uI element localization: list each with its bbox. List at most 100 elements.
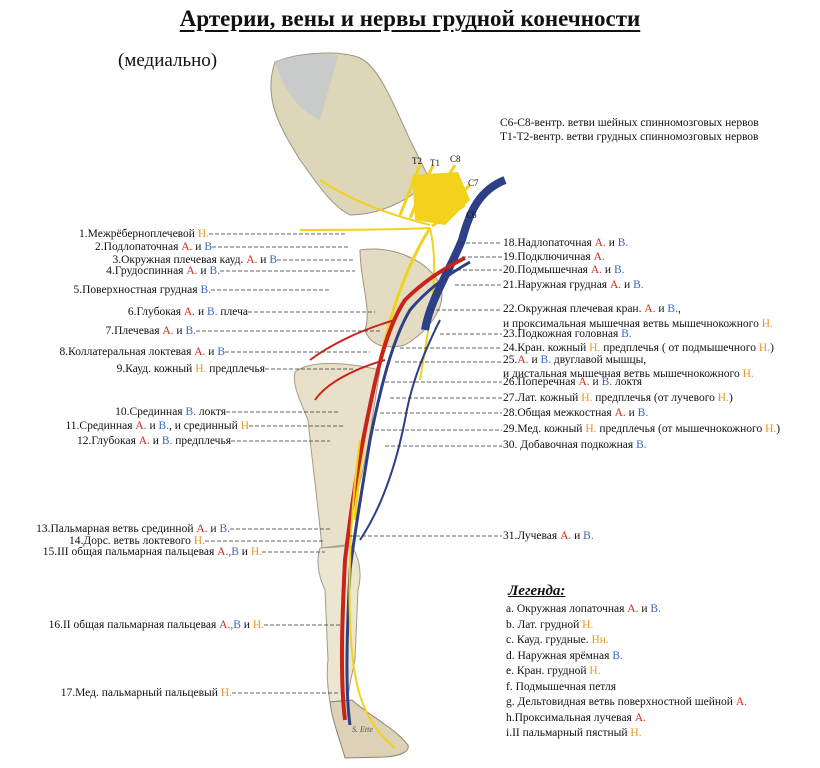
label-part: 17.Мед. пальмарный пальцевый: [60, 687, 221, 699]
label-part: А.: [246, 254, 258, 266]
label-part: предплечья (от мышечнокожного: [596, 423, 766, 435]
label-part: В.: [206, 306, 218, 318]
label-part: и: [621, 279, 634, 291]
label-part: ,В: [230, 619, 241, 631]
plexus-core: [412, 172, 470, 225]
label-part: Н.: [761, 318, 773, 330]
label-part: В.: [209, 265, 220, 277]
legend-item: g. Дельтовидная ветвь поверхностной шейн…: [506, 696, 747, 709]
left-label-9: 9.Кауд. кожный Н. предплечья: [117, 363, 265, 376]
left-label-11: 11.Срединная А. и В., и срединный Н: [65, 420, 249, 433]
label-part: ,: [677, 303, 681, 315]
label-part: и дистальная мышечная ветвь мышечнокожно…: [503, 368, 743, 380]
label-part: плеча: [217, 306, 248, 318]
label-part: 27.Лат. кожный: [503, 392, 582, 404]
plexus-label-c6: C6: [466, 210, 477, 220]
label-part: 20.Подмышечная: [503, 264, 591, 276]
scapular-cartilage: [275, 54, 338, 120]
label-part: В: [217, 346, 225, 358]
label-part: А.: [593, 251, 605, 263]
legend-title: Легенда:: [508, 583, 566, 599]
label-part: В.: [601, 376, 613, 388]
label-part: В.: [636, 439, 647, 451]
label-part: 30. Добавочная подкожная: [503, 439, 637, 451]
label-part: А.: [194, 346, 206, 358]
label-part: и: [149, 435, 162, 447]
label-part: и: [257, 254, 270, 266]
label-part: Н.: [717, 392, 729, 404]
label-part: 2.Подлопаточная: [95, 241, 182, 253]
label-part: 13.Пальмарная ветвь срединной: [36, 523, 197, 535]
label-part: В.: [633, 279, 644, 291]
label-part: 16.II общая пальмарная пальцевая: [48, 619, 220, 631]
label-part: двуглавой мышцы,: [551, 354, 647, 366]
brachial-artery-branches: [309, 319, 396, 401]
label-part: В.: [185, 406, 197, 418]
label-part: А.: [578, 376, 590, 388]
label-part: В.: [583, 530, 594, 542]
label-part: А.: [162, 325, 174, 337]
legend-item: h.Проксимальная лучевая А.: [506, 712, 646, 725]
right-label-3: 20.Подмышечная А. и В.: [503, 264, 624, 277]
label-part: В.: [540, 354, 552, 366]
label-part: Н.: [589, 665, 601, 677]
right-label-12: 27.Лат. кожный Н. предплечья (от лучевог…: [503, 392, 733, 405]
label-part: А.: [219, 619, 231, 631]
plexus-label-t1: T1: [430, 158, 440, 168]
right-label-1: 18.Надлопаточная А. и В.: [503, 237, 628, 250]
left-label-7: 7.Плечевая А. и В.: [105, 325, 196, 338]
label-part: локтя: [612, 376, 643, 388]
subclavian-artery: [339, 256, 466, 721]
right-label-5: 22.Окружная плечевая кран. А. и В.,: [503, 303, 681, 316]
left-label-14: 14.Дорс. ветвь локтевого Н.: [69, 535, 205, 548]
right-label-13: 28.Общая межкостная А. и В.: [503, 407, 648, 420]
label-part: и: [605, 237, 618, 249]
label-part: и: [195, 306, 207, 318]
label-part: 21.Наружная грудная: [503, 279, 610, 291]
humerus: [359, 248, 443, 348]
artist-signature: S. Ette: [352, 725, 373, 734]
label-part: a. Окружная лопаточная: [506, 603, 628, 615]
label-part: Н.: [197, 228, 209, 240]
label-part: А.: [181, 241, 193, 253]
note-cervical: С6-С8-вентр. ветви шейных спинномозговых…: [500, 117, 759, 129]
label-part: В.: [621, 328, 632, 340]
right-label-7: 23.Подкожная головная В.: [503, 328, 632, 341]
label-part: В.: [219, 523, 230, 535]
label-part: 26.Поперечная: [503, 376, 579, 388]
label-part: 28.Общая межкостная: [503, 407, 615, 419]
label-part: 6.Глубокая: [127, 306, 184, 318]
label-part: и: [173, 325, 186, 337]
label-part: ,В: [228, 546, 239, 558]
label-part: и: [146, 420, 159, 432]
label-part: В.: [650, 603, 661, 615]
label-part: d. Наружная ярёмная: [506, 649, 613, 662]
label-part: 7.Плечевая: [105, 325, 163, 337]
label-part: e. Кран. грудной: [506, 665, 590, 677]
label-part: А.: [590, 264, 603, 276]
label-part: h.Проксимальная лучевая: [506, 711, 635, 724]
label-part: ): [728, 392, 733, 404]
legend-item: b. Лат. грудной Н.: [506, 619, 593, 632]
label-part: А.: [609, 279, 622, 291]
label-part: 11.Срединная: [65, 420, 136, 432]
label-part: А.: [560, 530, 572, 542]
label-part: В.: [612, 649, 623, 662]
right-label-9: 25.А. и В. двуглавой мышцы,: [503, 354, 646, 367]
label-part: В.: [200, 284, 211, 296]
legend-item: a. Окружная лопаточная А. и В.: [506, 603, 661, 616]
label-part: f. Подмышечная петля: [506, 680, 617, 693]
right-label-8: 24.Кран. кожный Н. предплечья ( от подмы…: [503, 342, 774, 355]
right-label-11: 26.Поперечная А. и В. локтя: [503, 376, 642, 389]
label-part: В: [269, 254, 277, 266]
label-part: и: [207, 523, 220, 535]
label-part: 18.Надлопаточная: [503, 237, 595, 249]
jugular-vein: [421, 176, 507, 331]
label-part: А.: [138, 435, 150, 447]
label-part: 5.Поверхностная грудная: [73, 284, 201, 296]
label-part: 14.Дорс. ветвь локтевого: [68, 535, 194, 547]
label-part: В.: [185, 325, 196, 337]
right-label-14: 29.Мед. кожный Н. предплечья (от мышечно…: [503, 423, 780, 436]
label-part: 12.Глубокая: [76, 435, 139, 447]
left-label-6: 6.Глубокая А. и В. плеча: [128, 306, 248, 319]
